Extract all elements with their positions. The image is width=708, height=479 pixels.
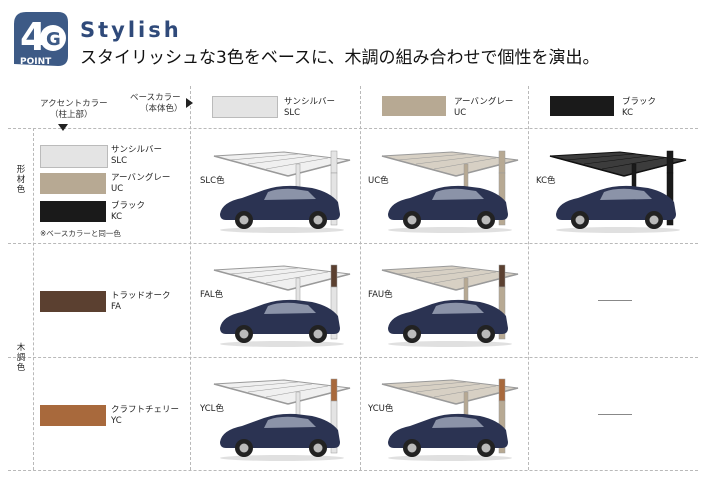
- accent-swatch-slc: [40, 145, 108, 168]
- title-jp: スタイリッシュな3色をベースに、木調の組み合わせで個性を演出。: [80, 48, 600, 68]
- carport-ycl-illustration: [213, 378, 351, 461]
- base-swatch-uc: [382, 96, 446, 116]
- accent-name-slc: サンシルバー: [111, 145, 163, 155]
- accent-name-yc: クラフトチェリー: [111, 405, 180, 415]
- base-name-slc: サンシルバー: [284, 97, 336, 107]
- arrow-down-icon: [58, 124, 68, 131]
- base-swatch-slc: [212, 96, 278, 118]
- accent-code-kc: KC: [111, 212, 123, 222]
- carport-caption: YCL色: [200, 404, 224, 414]
- accent-name-kc: ブラック: [111, 201, 146, 211]
- carport-caption: KC色: [536, 176, 556, 186]
- group-label-mokucho: 木調色: [16, 343, 26, 373]
- not-available-mark: [598, 300, 632, 301]
- accent-name-uc: アーバングレー: [111, 173, 171, 183]
- divider-col3: [528, 86, 529, 470]
- carport-caption: FAU色: [368, 290, 393, 300]
- base-swatch-kc: [550, 96, 614, 116]
- base-color-sublabel: （本体色）: [140, 104, 183, 114]
- base-code-slc: SLC: [284, 108, 301, 118]
- point-badge-icon: 4 G POINT: [14, 12, 68, 67]
- accent-code-yc: YC: [111, 416, 122, 426]
- carport-fal-illustration: [213, 264, 351, 347]
- base-code-kc: KC: [622, 108, 634, 118]
- carport-caption: FAL色: [200, 290, 224, 300]
- carport-fau-illustration: [381, 264, 519, 347]
- base-code-uc: UC: [454, 108, 467, 118]
- accent-swatch-kc: [40, 201, 106, 222]
- accent-code-fa: FA: [111, 302, 121, 312]
- accent-swatch-uc: [40, 173, 106, 194]
- point-badge: 4 G POINT: [6, 4, 72, 74]
- carport-caption: YCU色: [368, 404, 394, 414]
- title-en: Stylish: [80, 18, 182, 42]
- accent-color-label: アクセントカラー: [40, 99, 108, 109]
- carport-uc-illustration: [381, 150, 519, 233]
- carport-kc-illustration: [549, 150, 687, 233]
- group-label-katazai: 形材色: [16, 165, 26, 195]
- divider-middle: [8, 243, 698, 244]
- arrow-right-icon: [186, 98, 193, 108]
- carport-caption: UC色: [368, 176, 389, 186]
- divider-top: [8, 128, 698, 129]
- base-name-uc: アーバングレー: [454, 97, 514, 107]
- base-name-kc: ブラック: [622, 97, 657, 107]
- same-color-note: ※ベースカラーと同一色: [40, 229, 121, 238]
- divider-bottom: [8, 470, 698, 471]
- base-color-label: ベースカラー: [130, 93, 181, 103]
- divider-vertical-label: [33, 128, 34, 470]
- carport-slc-illustration: [213, 150, 351, 233]
- divider-wood: [8, 357, 698, 358]
- accent-code-uc: UC: [111, 184, 124, 194]
- accent-name-fa: トラッドオーク: [111, 291, 171, 301]
- accent-swatch-yc: [40, 405, 106, 426]
- accent-color-sublabel: （柱上部）: [50, 110, 93, 120]
- badge-letter: G: [46, 29, 61, 50]
- accent-code-slc: SLC: [111, 156, 128, 166]
- carport-caption: SLC色: [200, 176, 225, 186]
- divider-col2: [360, 86, 361, 470]
- accent-swatch-fa: [40, 291, 106, 312]
- not-available-mark: [598, 414, 632, 415]
- badge-word: POINT: [20, 57, 52, 67]
- divider-col1: [190, 86, 191, 470]
- carport-ycu-illustration: [381, 378, 519, 461]
